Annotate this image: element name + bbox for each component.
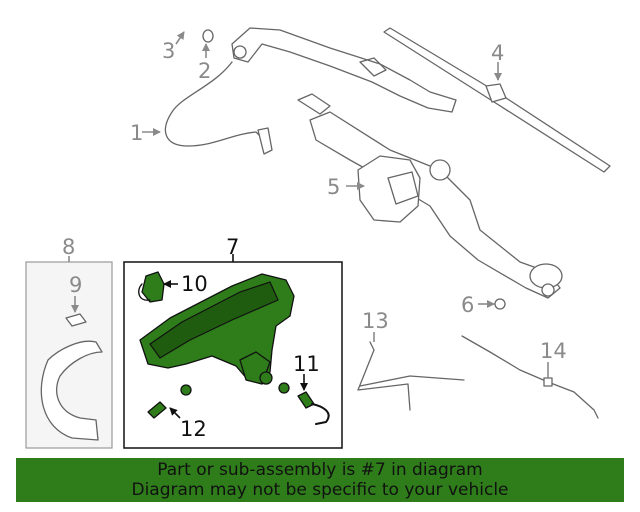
callout-11[interactable]: 11	[293, 352, 320, 376]
callout-9[interactable]: 9	[69, 273, 82, 297]
callout-13[interactable]: 13	[362, 309, 389, 333]
part-11-sensor[interactable]	[297, 374, 330, 425]
callout-5[interactable]: 5	[327, 175, 340, 199]
parts-diagram: 3 2 1 4 5 6	[25, 27, 611, 449]
disclaimer-banner: Part or sub-assembly is #7 in diagram Di…	[16, 458, 624, 502]
part-4-blade	[383, 27, 611, 173]
callout-2[interactable]: 2	[198, 59, 211, 83]
callout-8[interactable]: 8	[62, 235, 75, 259]
part-5-motor-linkage	[297, 93, 563, 299]
wiper-arm	[231, 27, 457, 113]
part-3-arrow	[175, 31, 185, 45]
reservoir-plugs	[180, 382, 290, 396]
callout-7[interactable]: 7	[226, 235, 239, 259]
callout-3[interactable]: 3	[162, 39, 175, 63]
part-14-hose	[461, 335, 599, 419]
part-6-bolt	[478, 298, 506, 310]
part-10-pump[interactable]	[138, 271, 178, 303]
callout-10[interactable]: 10	[181, 272, 208, 296]
part-1-hose	[142, 61, 273, 155]
callout-6[interactable]: 6	[461, 293, 474, 317]
washer-reservoir[interactable]	[139, 273, 295, 385]
part-12-seal[interactable]	[147, 401, 181, 419]
callout-12[interactable]: 12	[180, 417, 207, 441]
part-2-cap	[202, 29, 214, 58]
banner-line-2: Diagram may not be specific to your vehi…	[131, 480, 509, 500]
callout-14[interactable]: 14	[540, 339, 567, 363]
part-13-hose	[357, 332, 465, 411]
part-8-box	[25, 256, 113, 449]
callout-1[interactable]: 1	[130, 121, 143, 145]
banner-line-1: Part or sub-assembly is #7 in diagram	[157, 460, 483, 480]
callout-4[interactable]: 4	[491, 41, 504, 65]
